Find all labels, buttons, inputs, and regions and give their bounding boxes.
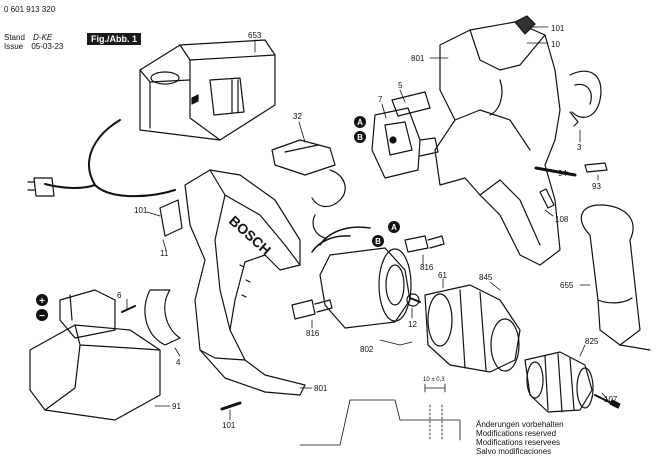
callout-653: 653 xyxy=(248,31,262,40)
callout-816-top: 816 xyxy=(420,263,434,272)
callout-845: 845 xyxy=(479,273,493,282)
callout-12: 12 xyxy=(408,320,417,329)
callout-816-bottom: 816 xyxy=(306,329,320,338)
battery-91 xyxy=(29,289,161,421)
housing-shell-801-top xyxy=(434,15,602,266)
marker-b-top: B xyxy=(354,131,366,143)
marker-plus-text: + xyxy=(39,296,45,307)
issue-line: Issue 05-03-23 xyxy=(4,42,63,51)
callout-108: 108 xyxy=(555,215,569,224)
callout-93: 93 xyxy=(592,182,601,191)
charger-653 xyxy=(27,39,276,198)
callout-6: 6 xyxy=(117,291,122,300)
marker-minus-text: − xyxy=(39,311,45,322)
small-parts xyxy=(121,111,579,411)
note-fr: Modifications reservees xyxy=(476,438,561,447)
belt-clip-32 xyxy=(271,139,346,239)
note-de: Änderungen vorbehalten xyxy=(476,420,564,429)
svg-text:BOSCH: BOSCH xyxy=(226,212,274,258)
stand-line: Stand D-KE xyxy=(4,33,52,42)
callout-4: 4 xyxy=(176,358,181,367)
callout-3: 3 xyxy=(577,143,582,152)
callout-7: 7 xyxy=(378,95,383,104)
bits-93-94 xyxy=(534,162,608,209)
issue-value: 05-03-23 xyxy=(31,42,64,51)
part-numbers: 653 101 10 801 5 7 32 3 94 93 108 101 11… xyxy=(117,24,618,430)
callout-5: 5 xyxy=(398,81,403,90)
gearbox-845 xyxy=(424,284,521,373)
callout-10: 10 xyxy=(551,40,560,49)
note-es: Salvo modificaciones xyxy=(476,447,552,456)
marker-b-mid: B xyxy=(372,235,384,247)
housing-shell-801-main: BOSCH xyxy=(184,169,306,396)
marker-a-top: A xyxy=(354,116,366,128)
callout-91: 91 xyxy=(172,402,181,411)
figure-label: Fig./Abb. 1 xyxy=(87,33,141,45)
marker-a-top-text: A xyxy=(357,118,363,127)
modification-notes: Änderungen vorbehalten Modifications res… xyxy=(476,420,564,456)
marker-b-mid-text: B xyxy=(375,237,381,246)
callout-101-bottom: 101 xyxy=(222,421,236,430)
marker-a-mid-text: A xyxy=(391,223,397,232)
callout-825: 825 xyxy=(585,337,599,346)
stand-label: Stand xyxy=(4,33,25,42)
aux-handle-655 xyxy=(580,204,651,351)
callout-655: 655 xyxy=(560,281,574,290)
switch-unit-7 xyxy=(371,91,439,179)
callout-11: 11 xyxy=(160,249,169,258)
dimension-label: 10 ± 0,3 xyxy=(423,377,445,383)
leader-lines xyxy=(126,26,611,421)
callout-801-bottom: 801 xyxy=(314,384,328,393)
doc-number: 0 601 913 320 xyxy=(4,5,56,14)
chuck-825 xyxy=(524,351,621,413)
callout-801-top: 801 xyxy=(411,54,425,63)
callout-94: 94 xyxy=(558,169,567,178)
motor-802 xyxy=(311,226,420,329)
stand-value: D-KE xyxy=(33,33,53,42)
dimension-detail xyxy=(299,383,461,446)
marker-plus: + xyxy=(36,294,48,307)
callout-802: 802 xyxy=(360,345,374,354)
callout-61: 61 xyxy=(438,271,447,280)
note-en: Modifications reserved xyxy=(476,429,557,438)
callout-101-top: 101 xyxy=(551,24,565,33)
callout-101-left: 101 xyxy=(134,206,148,215)
callout-107: 107 xyxy=(604,395,618,404)
callout-32: 32 xyxy=(293,112,302,121)
brush-816-top xyxy=(404,235,445,253)
issue-label: Issue xyxy=(4,42,24,51)
brush-816-bottom xyxy=(291,299,333,320)
marker-minus: − xyxy=(36,309,48,322)
marker-b-top-text: B xyxy=(357,133,363,142)
marker-a-mid: A xyxy=(388,221,400,233)
